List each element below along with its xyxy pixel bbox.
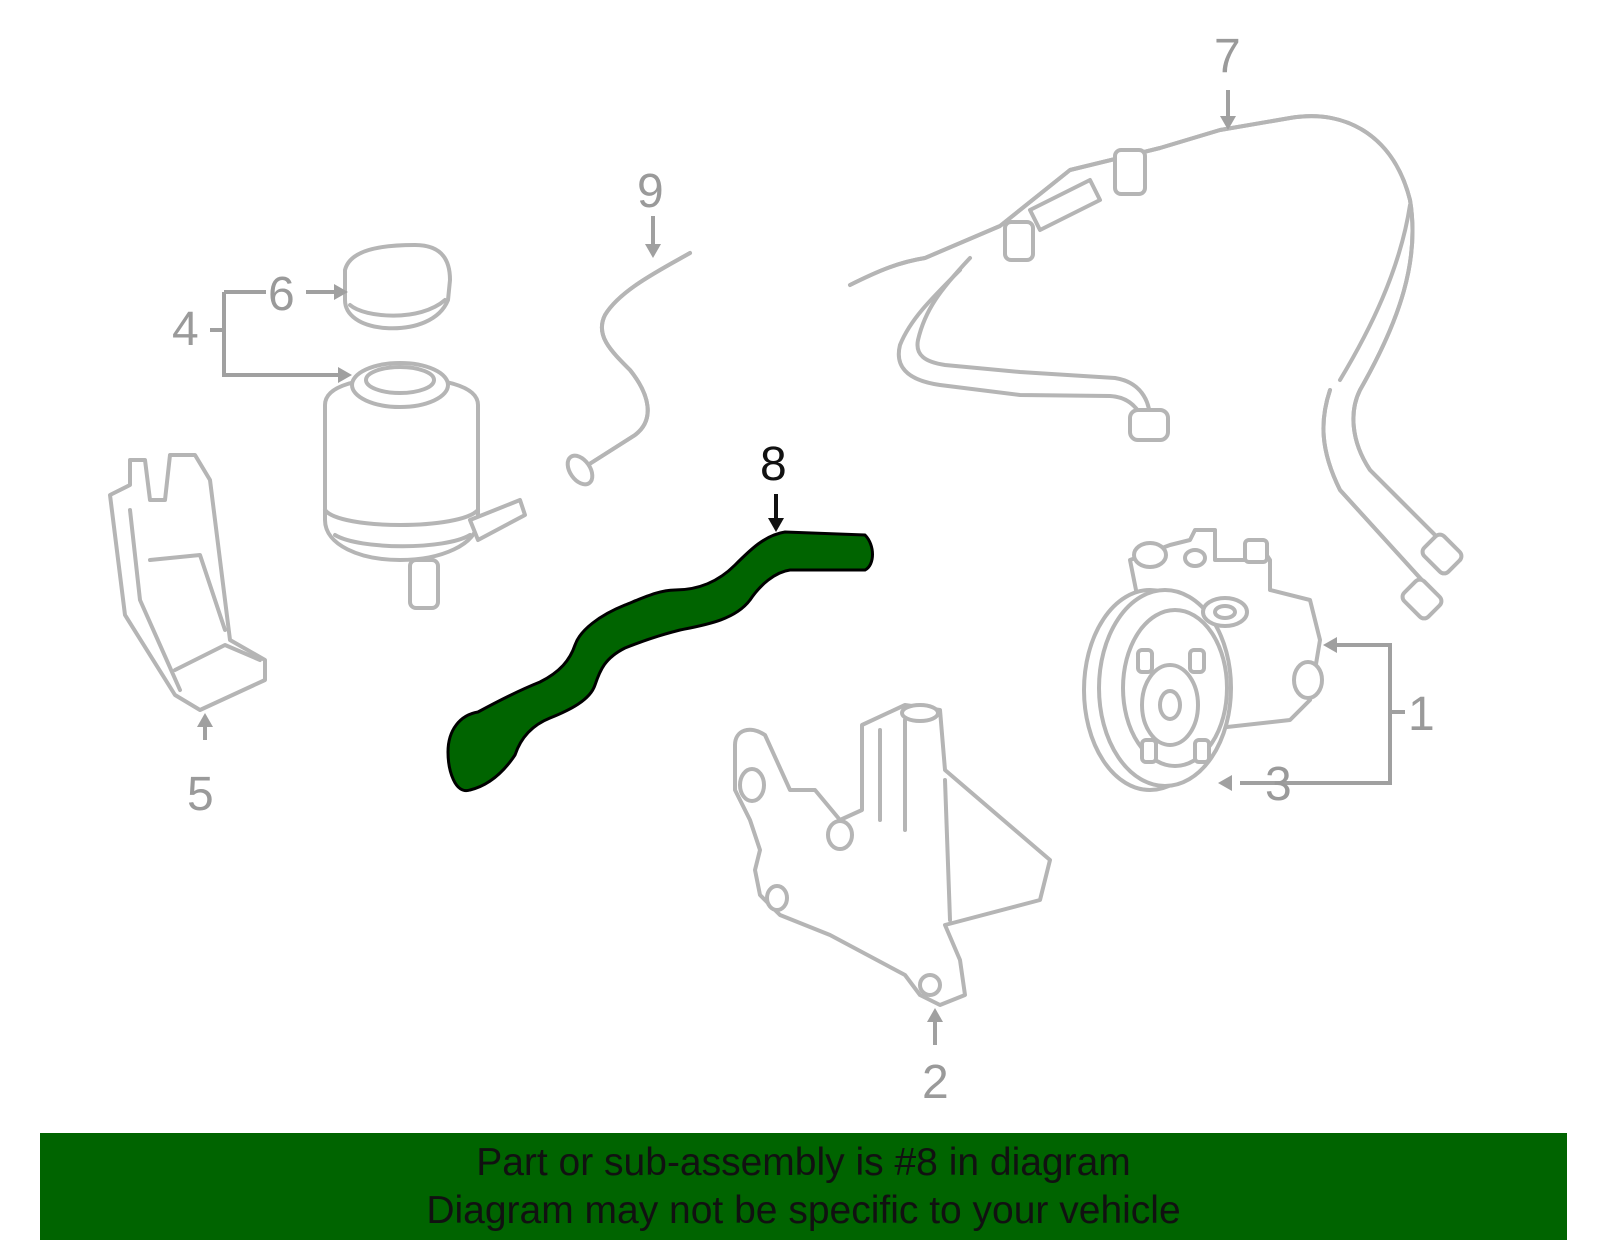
part-8-suction-hose (446, 530, 874, 793)
info-banner: Part or sub-assembly is #8 in diagram Di… (40, 1133, 1567, 1240)
callout-6: 6 (268, 268, 295, 321)
callout-9: 9 (637, 165, 664, 218)
part-8-hose-body (446, 530, 874, 793)
part-5-bracket (108, 453, 267, 712)
callout-7: 7 (1214, 30, 1241, 83)
callout-2: 2 (922, 1056, 949, 1109)
leader-lines (197, 90, 1405, 1045)
callout-4: 4 (172, 303, 199, 356)
part-2-bracket (733, 703, 1052, 1007)
part-7-pressure-line (848, 114, 1464, 621)
part-6-cap (343, 243, 452, 331)
part-9-hose (565, 251, 692, 487)
callout-1: 1 (1408, 688, 1435, 741)
part-4-reservoir (323, 361, 527, 610)
banner-line-2: Diagram may not be specific to your vehi… (426, 1188, 1181, 1232)
callout-8: 8 (760, 438, 787, 491)
banner-line-1: Part or sub-assembly is #8 in diagram (476, 1140, 1131, 1184)
part-1-pump (1082, 528, 1324, 792)
callout-3: 3 (1265, 758, 1292, 811)
callout-5: 5 (187, 768, 214, 821)
